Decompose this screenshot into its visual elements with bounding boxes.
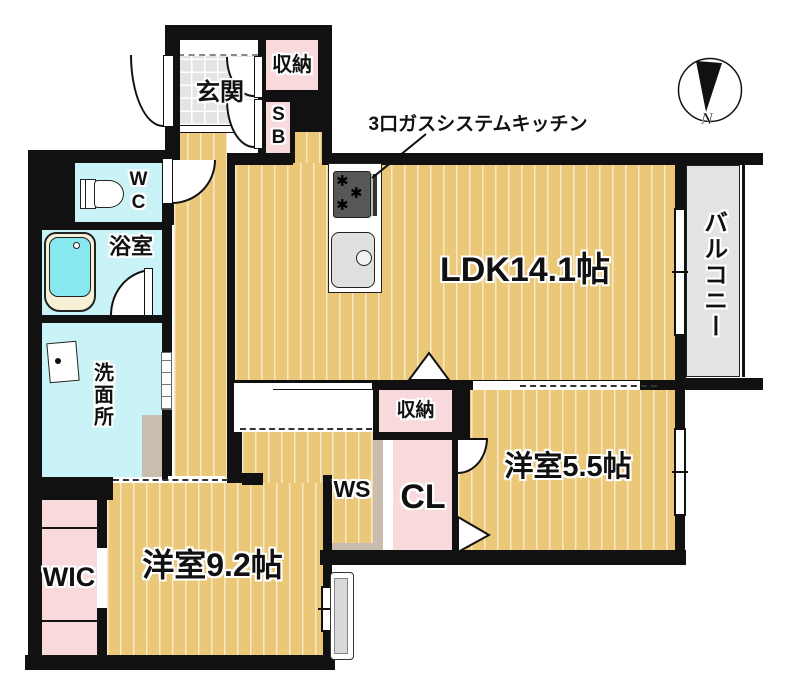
wall: [28, 490, 107, 500]
wall: [242, 473, 263, 485]
entry-threshold: [178, 42, 258, 56]
ldk-floor: [235, 163, 675, 380]
wic-area: [42, 500, 97, 655]
wall: [290, 100, 322, 132]
compass-icon: N: [677, 57, 743, 128]
wall: [42, 222, 162, 230]
wall: [28, 477, 113, 490]
wall: [97, 500, 107, 548]
closet-door-swing-bottom: [457, 516, 491, 554]
shoe-box-area: [266, 102, 290, 153]
burner-icon: ✱: [350, 185, 363, 202]
stove-grill: [371, 174, 377, 216]
open-boundary: [113, 479, 228, 481]
wic-opening: [97, 548, 107, 608]
sliding-track: [520, 385, 657, 387]
bathtub-water: [49, 237, 91, 297]
room-55-floor: [458, 390, 675, 550]
window-tick: [318, 608, 335, 610]
washroom-cabinet: [142, 415, 163, 477]
ws-floor: [332, 432, 373, 558]
wall: [683, 378, 763, 390]
storage-entry-label: 収納: [272, 53, 312, 76]
kitchen-note-pointer: [371, 133, 427, 179]
wall: [322, 117, 332, 163]
compass-north-label: N: [700, 109, 714, 128]
storage-mid-label: 収納: [396, 400, 435, 422]
entrance-door-swing: [130, 55, 163, 127]
bay-window-glass: [334, 578, 348, 654]
ws-shelf: [332, 543, 377, 553]
wall: [227, 160, 235, 390]
bathtub-drain: [73, 242, 80, 249]
room-55-label: 洋室5.5帖: [504, 450, 632, 483]
storage-mid-door-swing: [407, 351, 451, 381]
closet-area: [393, 440, 452, 557]
wc-door-leaf: [162, 158, 173, 204]
shoe-box-door-leaf: [254, 99, 263, 149]
wall: [28, 150, 168, 163]
entrance-door-leaf: [163, 55, 174, 127]
wall: [373, 382, 379, 440]
room-92-label: 洋室9.2帖: [142, 547, 283, 584]
closet-back-panel: [373, 437, 383, 557]
storage-mid-area: [379, 390, 452, 432]
window-tick: [672, 471, 688, 473]
genkan-step: [174, 125, 258, 133]
closet-label: CL: [400, 478, 446, 517]
balcony-label: バルコニー: [699, 210, 727, 340]
shoe-box-label: SB: [267, 104, 289, 150]
sliding-door-edge: [273, 383, 372, 390]
bath-label: 浴室: [108, 234, 153, 260]
wc-label: WC: [127, 169, 149, 215]
wall: [452, 382, 470, 440]
sliding-door-ldk-walkzone: [234, 383, 372, 432]
stove-icon: ✱ ✱ ✱: [333, 171, 371, 218]
wall: [640, 380, 686, 390]
wall: [165, 25, 332, 40]
toilet-bowl: [94, 180, 124, 208]
wic-label: WIC: [42, 561, 96, 592]
wall: [452, 440, 458, 557]
walk-space-label: WS: [333, 475, 371, 502]
wall: [227, 153, 293, 165]
ldk-label: LDK14.1帖: [439, 251, 611, 290]
outer-wall-bottom: [25, 655, 335, 670]
kitchen-notch-floor: [293, 130, 322, 163]
burner-icon: ✱: [336, 197, 349, 214]
wall: [42, 163, 75, 225]
burner-icon: ✱: [336, 173, 349, 190]
washbasin-faucet: [55, 358, 61, 364]
sliding-track: [240, 428, 372, 430]
storage-entry-door-leaf: [254, 56, 263, 98]
genkan-label: 玄関: [196, 79, 244, 107]
washroom-label: 洗面所: [90, 362, 113, 428]
wall: [373, 432, 458, 440]
wall: [290, 130, 295, 163]
bath-door-leaf: [144, 268, 153, 316]
sink-faucet: [356, 250, 372, 266]
toilet-tank: [80, 179, 96, 209]
wall: [42, 315, 162, 323]
wall: [265, 90, 325, 102]
washroom-door: [161, 352, 172, 410]
compass-needle: [696, 61, 722, 112]
wall: [320, 550, 686, 565]
storage-entry-area: [266, 40, 318, 92]
washbasin-icon: [46, 340, 80, 384]
kitchen-note-label: 3口ガスシステムキッチン: [368, 114, 588, 136]
room-92-floor: [107, 483, 323, 655]
wic-shelf-line: [42, 527, 97, 529]
wic-shelf-line: [42, 620, 97, 622]
wall: [97, 608, 107, 655]
outer-wall-left: [28, 150, 42, 668]
window-tick: [672, 271, 688, 273]
wall: [323, 475, 332, 558]
wall: [322, 153, 763, 165]
balcony-railing: [742, 163, 745, 377]
